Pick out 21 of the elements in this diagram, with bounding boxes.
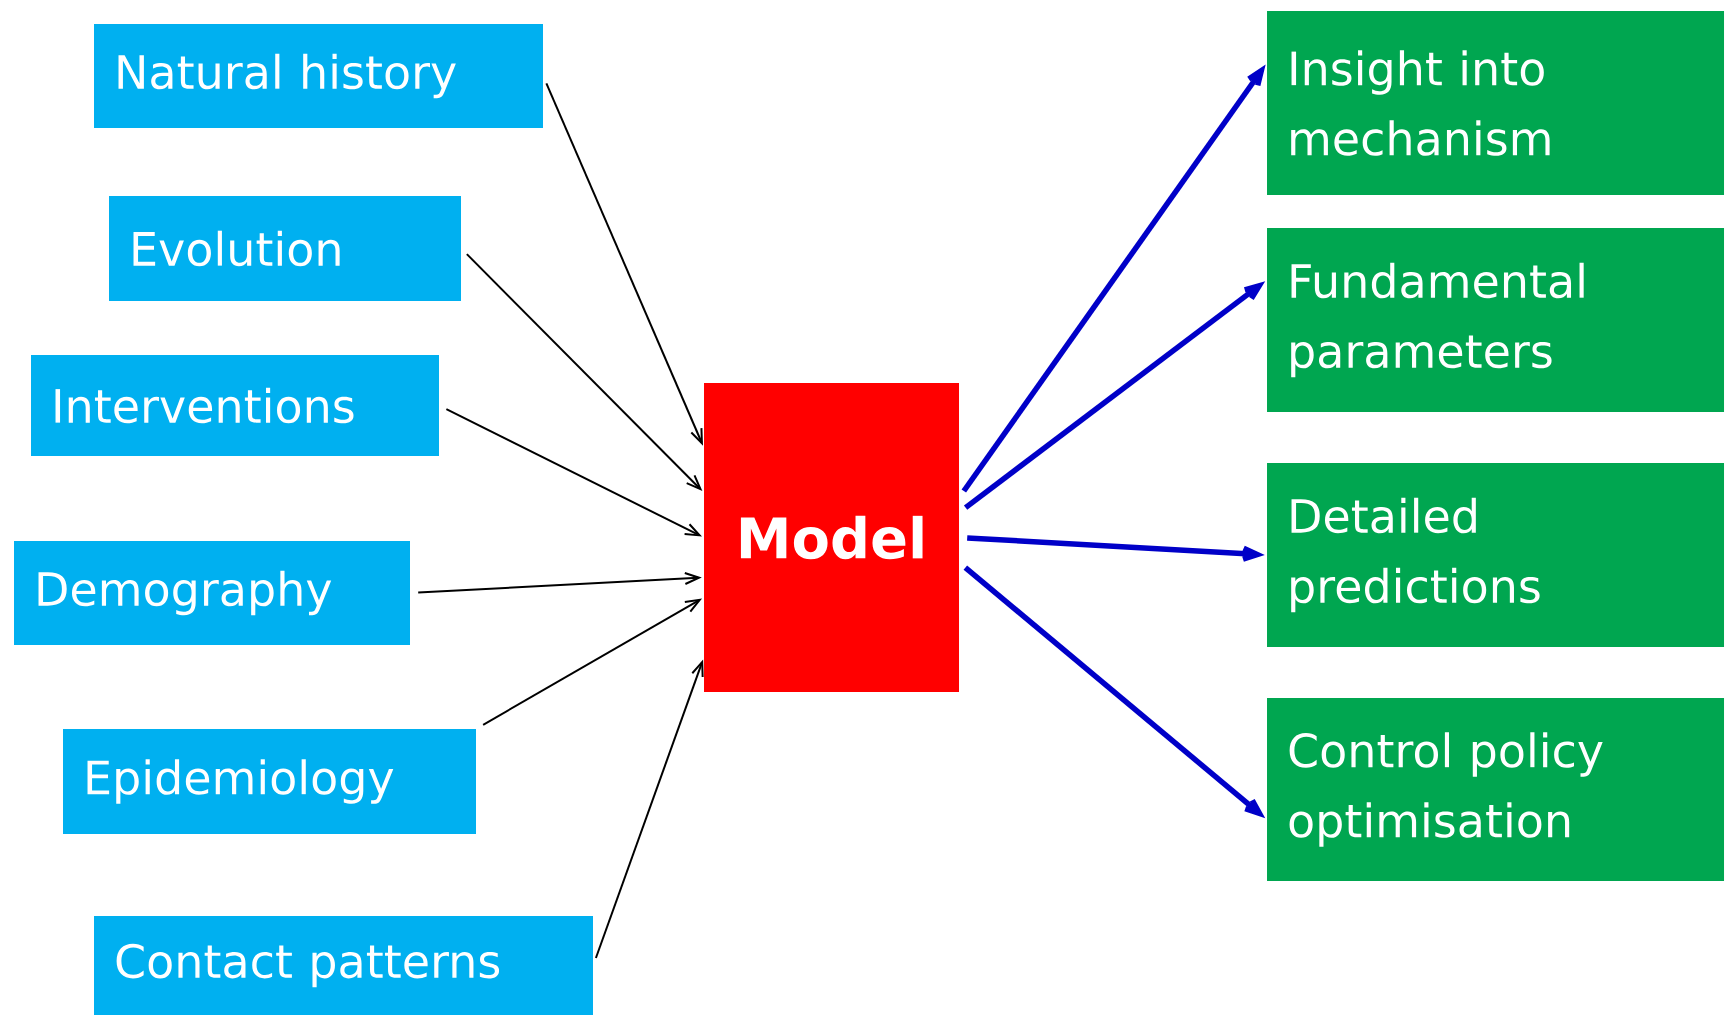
input-box: Demography bbox=[14, 541, 410, 645]
output-box: Detailed predictions bbox=[1267, 463, 1724, 647]
input-box: Natural history bbox=[94, 24, 543, 128]
arrow bbox=[445, 408, 702, 537]
arrow bbox=[961, 64, 1266, 493]
arrow bbox=[594, 659, 704, 959]
arrow bbox=[417, 572, 702, 594]
output-box: Insight into mechanism bbox=[1267, 11, 1724, 195]
output-box: Control policy optimisation bbox=[1267, 698, 1724, 881]
arrow bbox=[482, 598, 703, 726]
input-box: Contact patterns bbox=[94, 916, 593, 1015]
arrow bbox=[963, 281, 1266, 510]
arrow bbox=[465, 253, 703, 492]
arrow bbox=[545, 82, 703, 446]
input-box: Interventions bbox=[31, 355, 439, 456]
arrow bbox=[963, 565, 1266, 819]
arrow bbox=[967, 535, 1265, 562]
input-box: Evolution bbox=[109, 196, 461, 301]
model-box: Model bbox=[704, 383, 959, 692]
input-box: Epidemiology bbox=[63, 729, 476, 834]
output-box: Fundamental parameters bbox=[1267, 228, 1724, 412]
